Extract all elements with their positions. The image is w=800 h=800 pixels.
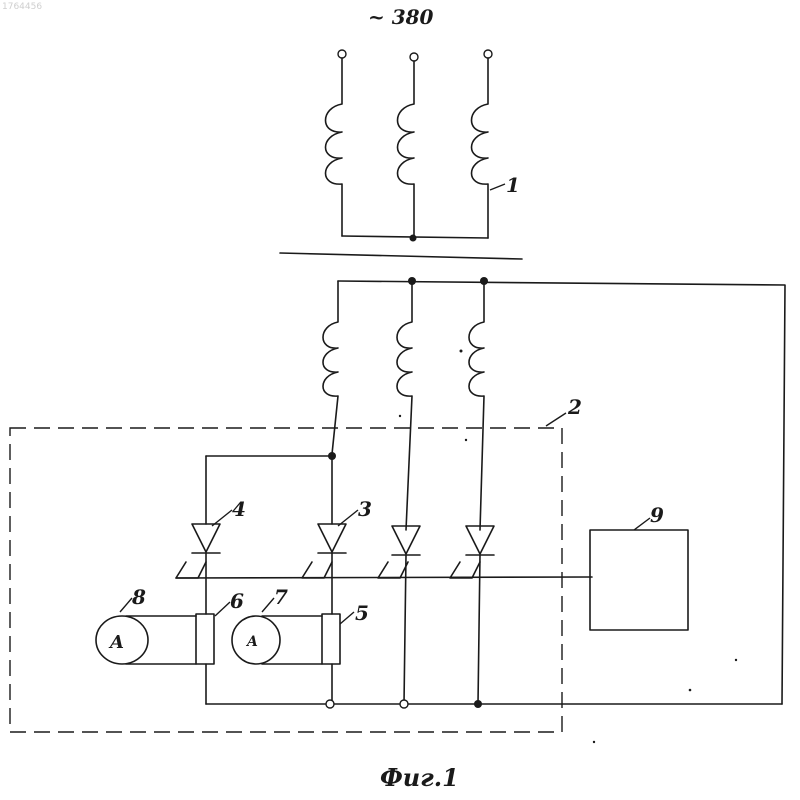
transformer-secondary bbox=[323, 277, 785, 704]
gate-4 bbox=[176, 562, 206, 578]
document-ref: 1764456 bbox=[2, 2, 42, 12]
speck bbox=[593, 741, 595, 743]
figure-caption: Фиг.1 bbox=[380, 763, 459, 792]
supply-voltage-label: ~ 380 bbox=[368, 5, 434, 29]
ammeter-7-symbol: A bbox=[245, 634, 258, 650]
output-bus bbox=[206, 700, 782, 708]
ammeter-main-label: 7 bbox=[274, 585, 288, 609]
gate-b bbox=[378, 562, 408, 578]
speck bbox=[399, 415, 401, 417]
ammeter-8-symbol: A bbox=[108, 632, 124, 653]
output-terminal-b bbox=[400, 700, 408, 708]
transformer-label: 1 bbox=[506, 173, 520, 197]
primary-coil-a bbox=[326, 58, 343, 236]
shunt-main-label: 5 bbox=[355, 601, 369, 625]
control-line bbox=[176, 577, 592, 578]
output-terminal-a bbox=[326, 700, 334, 708]
shunt-6-leader bbox=[215, 602, 230, 616]
gate-c bbox=[450, 562, 480, 578]
control-unit-leader bbox=[634, 518, 650, 530]
thyristor-aux-label: 4 bbox=[232, 497, 246, 521]
output-node-c bbox=[474, 700, 482, 708]
primary-coil-b bbox=[398, 61, 415, 238]
ammeter-aux-label: 8 bbox=[131, 585, 146, 609]
ammeter-7: A 7 bbox=[232, 585, 322, 664]
ammeter-8-leader bbox=[120, 598, 132, 612]
transformer-primary: 1 bbox=[326, 50, 520, 242]
secondary-coil-b bbox=[397, 281, 412, 530]
input-terminal-a bbox=[338, 50, 346, 58]
secondary-coil-c bbox=[469, 281, 484, 530]
thyristor-b bbox=[392, 526, 420, 704]
transformer-leader bbox=[490, 184, 505, 190]
thyristor-c bbox=[466, 526, 494, 704]
thyristor-3-triangle bbox=[318, 524, 346, 552]
gate-3 bbox=[302, 562, 332, 578]
ammeter-8-leads bbox=[126, 616, 196, 664]
control-unit: 9 bbox=[590, 503, 688, 630]
ammeter-7-leads bbox=[262, 616, 322, 664]
shunt-5: 5 bbox=[322, 601, 369, 704]
speck bbox=[689, 689, 692, 692]
shunt-6-body bbox=[196, 614, 214, 664]
thyristor-3: 3 bbox=[318, 497, 372, 614]
thyristor-4-leader bbox=[212, 510, 232, 526]
shunt-aux-label: 6 bbox=[230, 589, 244, 613]
block-leader bbox=[546, 413, 566, 426]
ammeter-8: A 8 bbox=[96, 585, 196, 664]
control-unit-box bbox=[590, 530, 688, 630]
speck bbox=[735, 659, 737, 661]
input-terminal-b bbox=[410, 53, 418, 61]
thyristor-3-leader bbox=[338, 510, 358, 526]
transformer-core bbox=[280, 253, 522, 259]
block-label: 2 bbox=[567, 395, 582, 419]
primary-coil-c bbox=[472, 58, 489, 238]
shunt-6: 6 bbox=[196, 589, 244, 704]
gate-leads bbox=[176, 562, 592, 578]
speck bbox=[460, 350, 463, 353]
rectifier-block: 2 bbox=[10, 395, 582, 732]
shunt-5-leader bbox=[340, 612, 354, 624]
thyristor-4-triangle bbox=[192, 524, 220, 552]
ammeter-7-leader bbox=[262, 598, 274, 612]
input-terminal-c bbox=[484, 50, 492, 58]
shunt-5-body bbox=[322, 614, 340, 664]
speck bbox=[465, 439, 467, 441]
primary-neutral-node bbox=[410, 235, 417, 242]
control-unit-label: 9 bbox=[650, 503, 664, 527]
thyristor-main-label: 3 bbox=[358, 497, 372, 521]
